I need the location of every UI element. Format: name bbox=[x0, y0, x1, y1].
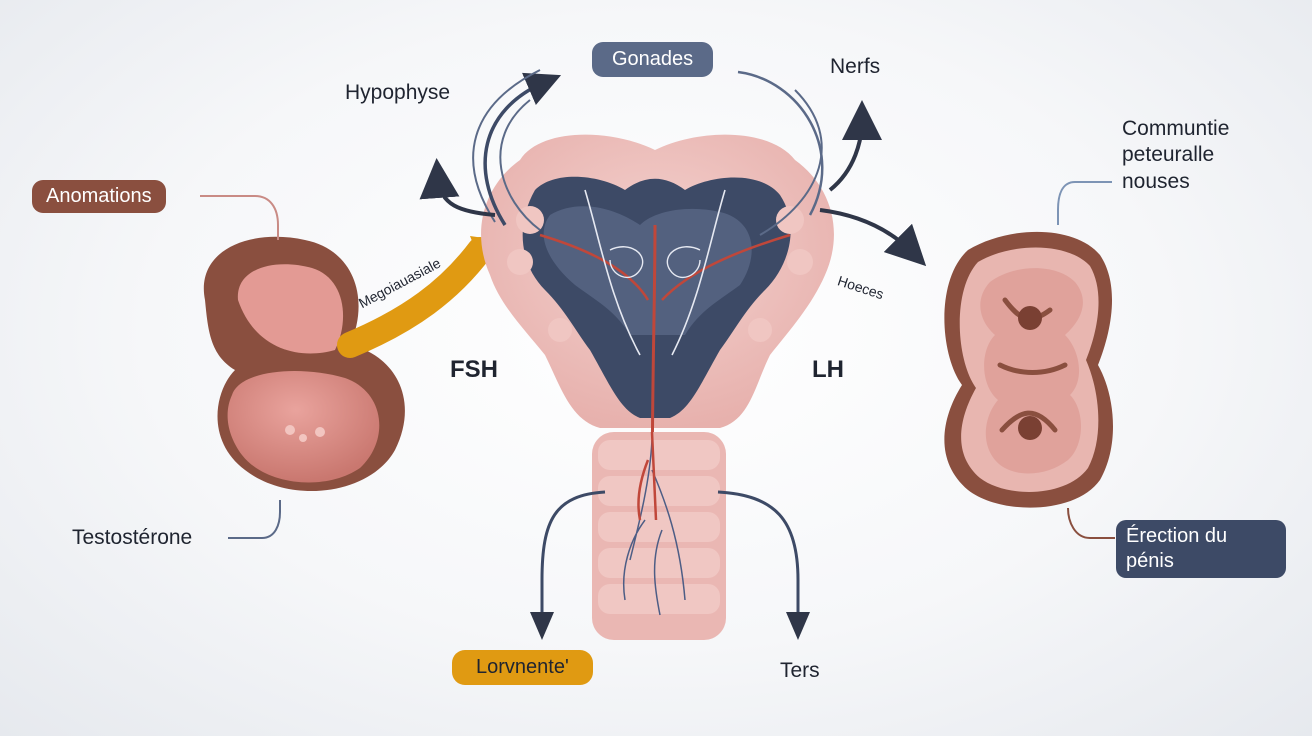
loop-right-from-gonades bbox=[737, 70, 824, 216]
communitie-line-1: Communtie bbox=[1122, 117, 1230, 140]
arrow-to-hypophyse bbox=[483, 72, 562, 226]
arrow-to-nerfs bbox=[828, 100, 882, 192]
leader-testosterone bbox=[228, 500, 281, 539]
erection-label: Érection du pénis bbox=[1116, 520, 1286, 578]
testosterone-label: Testostérone bbox=[72, 526, 193, 549]
nerfs-label: Nerfs bbox=[830, 55, 881, 78]
erection-line-2: pénis bbox=[1126, 550, 1174, 572]
central-gland bbox=[481, 134, 834, 521]
leader-communitie bbox=[1057, 181, 1112, 225]
erection-line-1: Érection du bbox=[1126, 525, 1228, 547]
loop-inner-left bbox=[472, 69, 541, 223]
left-organ bbox=[203, 236, 405, 492]
gland-column bbox=[592, 431, 726, 640]
curve-down-right bbox=[717, 490, 800, 628]
gonades-label: Gonades bbox=[592, 42, 714, 77]
right-organ bbox=[944, 231, 1113, 508]
anomations-label: Anomations bbox=[32, 180, 166, 213]
arrowhead-down-left bbox=[530, 612, 554, 640]
leader-erection bbox=[1067, 507, 1115, 539]
communitie-line-3: nouses bbox=[1122, 169, 1190, 193]
leader-anomations bbox=[200, 195, 279, 240]
lh-label: LH bbox=[812, 356, 844, 383]
ters-label: Ters bbox=[780, 659, 820, 682]
communitie-line-2: peteuralle bbox=[1122, 143, 1215, 167]
arrowhead-down-right bbox=[786, 612, 810, 640]
arrow-to-right bbox=[819, 208, 927, 267]
curve-down-left bbox=[540, 490, 606, 628]
communitie-label: Communtie peteuralle nouses bbox=[1122, 116, 1302, 195]
fsh-label: FSH bbox=[450, 356, 498, 383]
orange-flow-band bbox=[337, 237, 493, 358]
hypophyse-label: Hypophyse bbox=[345, 81, 451, 104]
lorvnente-label: Lorvnente' bbox=[452, 650, 593, 685]
arrow-left-up bbox=[419, 158, 496, 217]
